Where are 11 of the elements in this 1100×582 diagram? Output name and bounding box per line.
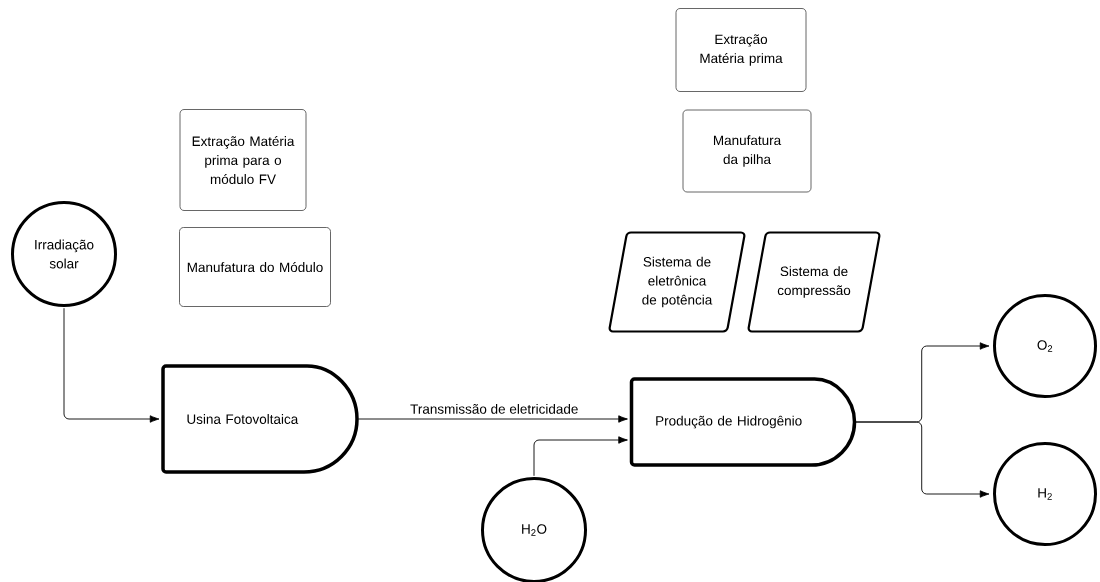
- arrow: [533, 436, 628, 477]
- arrow: [63, 307, 160, 423]
- system-parallelogram: Sistema de eletrônica de potência: [608, 231, 746, 333]
- process-box: Manufatura da pilha: [682, 109, 812, 193]
- process-box: Extração Matéria prima: [675, 8, 807, 92]
- process-box: Manufatura do Módulo: [179, 227, 331, 307]
- system-parallelogram: Sistema de compressão: [747, 231, 881, 333]
- edge-label: Transmissão de eletricidade: [410, 403, 578, 414]
- process-box: Extração Matéria prima para o módulo FV: [179, 109, 307, 211]
- arrow: [357, 415, 628, 423]
- arrow: [855, 421, 990, 498]
